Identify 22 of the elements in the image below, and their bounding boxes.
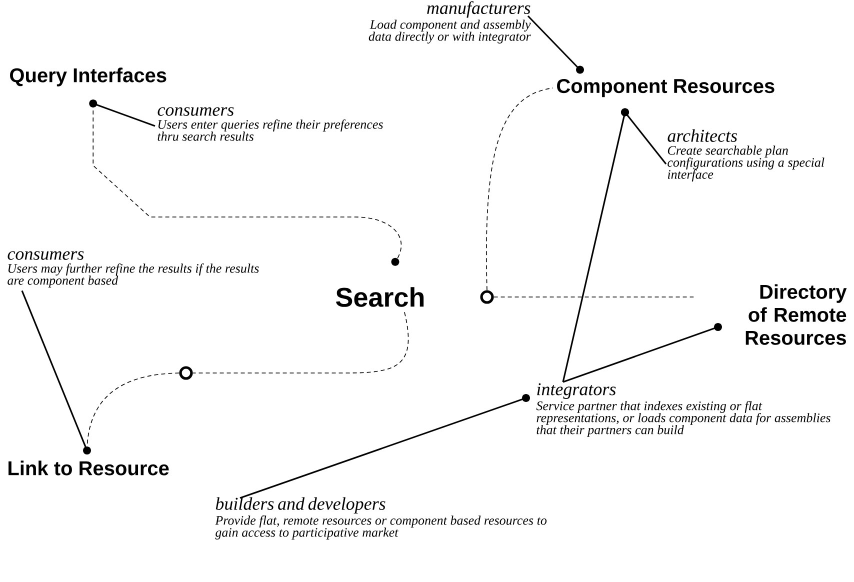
annotation-text: manufacturers Load component and assembly data directly or with integrator (368, 1, 531, 44)
leader-line (527, 15, 584, 74)
connector (192, 312, 409, 374)
leader-line (562, 323, 722, 383)
annotation-text: integrators Service partner that indexes existing or flat representations, or loads component data for assemblies that their partners can build (536, 383, 830, 437)
annotation-text: consumers Users may further refine the results if the results are component based (8, 251, 259, 288)
title-label: Search (336, 287, 424, 307)
annotation-text: builders and developers Provide flat, remote resources or component based resources to gain access to participative market (215, 497, 547, 540)
ring-marker (480, 290, 494, 304)
component-label: Query Interfaces (10, 68, 166, 86)
leader-line (562, 108, 629, 382)
connector (486, 88, 554, 291)
leader-line (21, 290, 91, 454)
leader-line (89, 100, 156, 127)
component-label: Directory of Remote Resources (746, 284, 847, 345)
connector (493, 296, 694, 298)
leader-line (240, 394, 530, 499)
annotation-text: architects Create searchable plan configurations using a special interface (668, 129, 824, 182)
ring-marker (179, 366, 193, 380)
component-label: Link to Resource (8, 460, 169, 476)
component-label: Component Resources (557, 78, 774, 98)
annotation-text: consumers Users enter queries refine their preferences thru search results (158, 107, 383, 141)
